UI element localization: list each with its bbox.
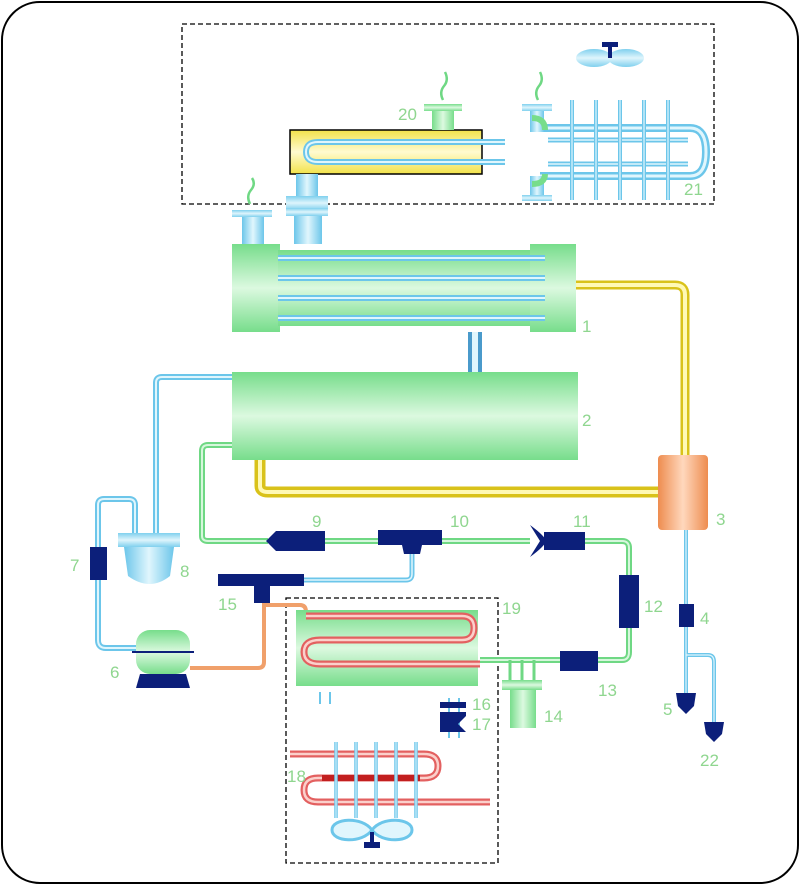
label-11: 11: [573, 512, 591, 531]
label-13: 13: [598, 681, 617, 700]
label-10: 10: [450, 512, 469, 531]
component-4-valve: [679, 604, 694, 627]
label-9: 9: [312, 512, 321, 531]
blue-pipe-7-6: [95, 496, 138, 651]
label-8: 8: [180, 562, 189, 581]
label-12: 12: [644, 597, 663, 616]
fan-icon: [576, 42, 644, 67]
label-16: 16: [472, 695, 491, 714]
component-21-finned-coil: [522, 71, 711, 201]
component-3-filter: [658, 455, 708, 530]
component-12-drier: [619, 575, 639, 628]
label-20: 20: [398, 105, 417, 124]
label-2: 2: [582, 411, 591, 430]
label-15: 15: [218, 595, 237, 614]
label-14: 14: [544, 707, 563, 726]
label-7: 7: [70, 556, 79, 575]
component-15-valve: [218, 574, 304, 603]
label-4: 4: [700, 609, 709, 628]
component-2-receiver: [232, 372, 578, 460]
component-16-17-valves: [440, 698, 466, 738]
blue-pipe-10-to-15: [300, 552, 415, 583]
component-1-heat-exchanger: [232, 244, 576, 332]
component-8-separator: [118, 533, 180, 584]
component-22-drain: [704, 722, 724, 742]
component-20-vessel: [289, 71, 505, 198]
component-14-nozzle: [502, 680, 542, 728]
component-11-valve: [530, 525, 585, 557]
label-19: 19: [502, 599, 521, 618]
steam-icon: [440, 71, 448, 101]
component-19-condenser: [296, 610, 480, 704]
yellow-pipe-1-to-3: [575, 280, 690, 455]
yellow-pipe-2-to-3: [254, 460, 660, 498]
blue-pipe-2-to-8: [153, 374, 232, 535]
blue-pipe-3-to-drains: [684, 530, 716, 722]
pipe-1-to-2: [468, 332, 482, 372]
label-5: 5: [663, 700, 672, 719]
component-7-valve: [90, 547, 107, 580]
label-18: 18: [287, 767, 306, 786]
top-dashed-enclosure: [181, 23, 715, 205]
component-13-valve: [560, 651, 598, 671]
label-17: 17: [472, 715, 491, 734]
nozzles-above-1: [232, 177, 328, 244]
label-22: 22: [700, 751, 719, 770]
component-10-valve: [378, 530, 442, 554]
label-1: 1: [582, 317, 591, 336]
component-9-valve: [266, 531, 325, 551]
component-18-finned-coil: [290, 742, 490, 818]
orange-pipe-6-to-19: [190, 603, 308, 670]
bottom-dashed-enclosure: [285, 597, 499, 864]
fan-icon: [330, 818, 414, 848]
green-pipe-loop: [199, 442, 632, 680]
label-21: 21: [684, 180, 703, 199]
component-6-compressor: [132, 630, 194, 688]
component-5-drain: [676, 693, 696, 714]
label-3: 3: [716, 510, 725, 529]
label-6: 6: [110, 663, 119, 682]
